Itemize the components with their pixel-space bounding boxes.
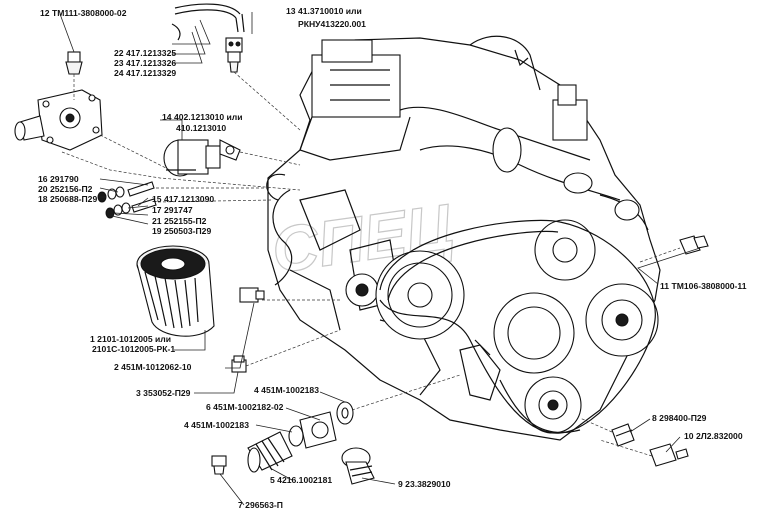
air-intake-neck xyxy=(321,39,373,63)
coolant-outlet-housing xyxy=(14,89,103,151)
label-14b: 410.1213010 xyxy=(176,123,226,133)
label-23: 23 417.1213326 xyxy=(114,58,176,68)
label-4a: 4 451М-1002183 xyxy=(254,385,319,395)
part-11-sensor xyxy=(679,235,709,255)
label-19: 19 250503-П29 xyxy=(152,226,211,236)
label-20: 20 252156-П2 xyxy=(38,184,93,194)
parts-22-24-hoses xyxy=(171,3,245,41)
label-12: 12 ТМ111-3808000-02 xyxy=(40,8,127,18)
label-6: 6 451М-1002182-02 xyxy=(206,402,284,412)
label-17: 17 291747 xyxy=(152,205,193,215)
part-14-fuel-pump xyxy=(163,139,241,177)
label-3: 3 353052-П29 xyxy=(136,388,191,398)
part-7-plug xyxy=(211,455,227,475)
engine-block xyxy=(266,35,661,441)
leader-lines xyxy=(59,12,701,506)
part-9-oil-pressure-sensor xyxy=(341,447,375,485)
part-3-plug xyxy=(231,355,247,373)
label-9: 9 23.3829010 xyxy=(398,479,451,489)
part-labels: 12 ТМ111-3808000-02 22 417.1213325 23 41… xyxy=(38,6,747,510)
fuel-filter xyxy=(552,99,588,141)
label-14a: 14 402.1213010 или xyxy=(162,112,243,122)
part-10-sensor xyxy=(649,443,689,467)
label-1b: 2101С-1012005-РК-1 xyxy=(92,344,175,354)
label-11: 11 ТМ106-3808000-11 xyxy=(660,281,747,291)
label-5: 5 4216.1002181 xyxy=(270,475,332,485)
part-1-oil-filter xyxy=(136,245,215,337)
label-1a: 1 2101-1012005 или xyxy=(90,334,171,344)
label-13b: РКНУ413220.001 xyxy=(298,19,366,29)
label-13a: 13 41.3710010 или xyxy=(286,6,362,16)
label-8: 8 298400-П29 xyxy=(652,413,707,423)
label-15: 15 417.1213090 xyxy=(152,194,214,204)
part-12-sensor xyxy=(65,51,83,75)
label-10: 10 2Л2.832000 xyxy=(684,431,743,441)
label-2: 2 451М-1012062-10 xyxy=(114,362,192,372)
label-21: 21 252155-П2 xyxy=(152,216,207,226)
label-22: 22 417.1213325 xyxy=(114,48,176,58)
studs-and-washers xyxy=(97,181,157,219)
parts-4-6-5-fitting xyxy=(247,401,354,473)
label-16: 16 291790 xyxy=(38,174,79,184)
part-2-union xyxy=(239,287,265,303)
part-8-plug xyxy=(611,423,635,447)
carburetor xyxy=(311,54,401,118)
thermostat-housing xyxy=(492,127,522,173)
label-24: 24 417.1213329 xyxy=(114,68,176,78)
label-4b: 4 451М-1002183 xyxy=(184,420,249,430)
label-7: 7 296563-П xyxy=(238,500,283,510)
label-18: 18 250688-П29 xyxy=(38,194,97,204)
part-13-sensor xyxy=(225,37,243,73)
